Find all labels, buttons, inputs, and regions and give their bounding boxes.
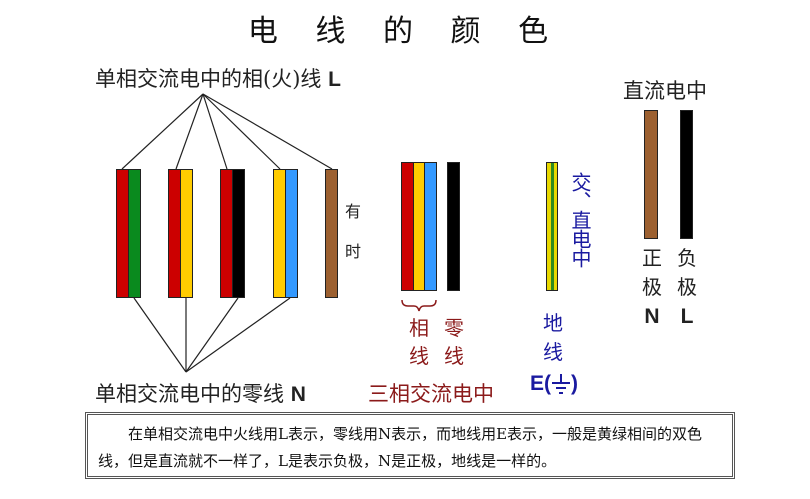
dc-positive-label: 正 极 N [642, 244, 662, 331]
wire-red-yellow [168, 169, 193, 298]
wire-yellow-blue [273, 169, 298, 298]
dc-title: 直流电中 [623, 79, 707, 103]
neutral-wire-label-3ph: 零 线 [444, 316, 464, 368]
ground-symbol: E( ) [530, 372, 578, 395]
dc-negative-wire [680, 110, 693, 239]
live-wire-label: 单相交流电中的相(火)线 L [95, 67, 341, 91]
neutral-wire-label: 单相交流电中的零线 N [95, 382, 306, 406]
dc-positive-wire [644, 110, 658, 239]
dc-negative-letter: L [680, 305, 694, 328]
ground-wire [546, 162, 558, 291]
explanation-box: 在单相交流电中火线用L表示，零线用N表示，而地线用E表示，一般是黄绿相间的双色线… [85, 412, 735, 479]
ground-icon [552, 374, 570, 394]
wire-red-green [116, 169, 141, 298]
wire-red-black [220, 169, 245, 298]
dc-negative-label: 负 极 L [677, 244, 697, 331]
side-note-you: 有 [345, 202, 362, 221]
neutral-letter: N [290, 383, 306, 406]
wire-brown [325, 169, 338, 298]
three-phase-neutral-wire [447, 162, 460, 291]
phase-wire-label: 相 线 [409, 316, 429, 368]
side-note-shi: 时 [345, 242, 362, 261]
explanation-text: 在单相交流电中火线用L表示，零线用N表示，而地线用E表示，一般是黄绿相间的双色线… [98, 425, 703, 470]
ground-label: 地 线 [543, 311, 563, 364]
three-phase-wires [401, 162, 437, 291]
ground-side-text: 交、直电中 [568, 172, 592, 267]
dc-positive-letter: N [644, 305, 660, 328]
three-phase-caption: 三相交流电中 [368, 382, 494, 406]
live-letter: L [328, 68, 341, 91]
brace-icon [401, 299, 437, 312]
page-title: 电 线 的 颜 色 [247, 14, 563, 49]
